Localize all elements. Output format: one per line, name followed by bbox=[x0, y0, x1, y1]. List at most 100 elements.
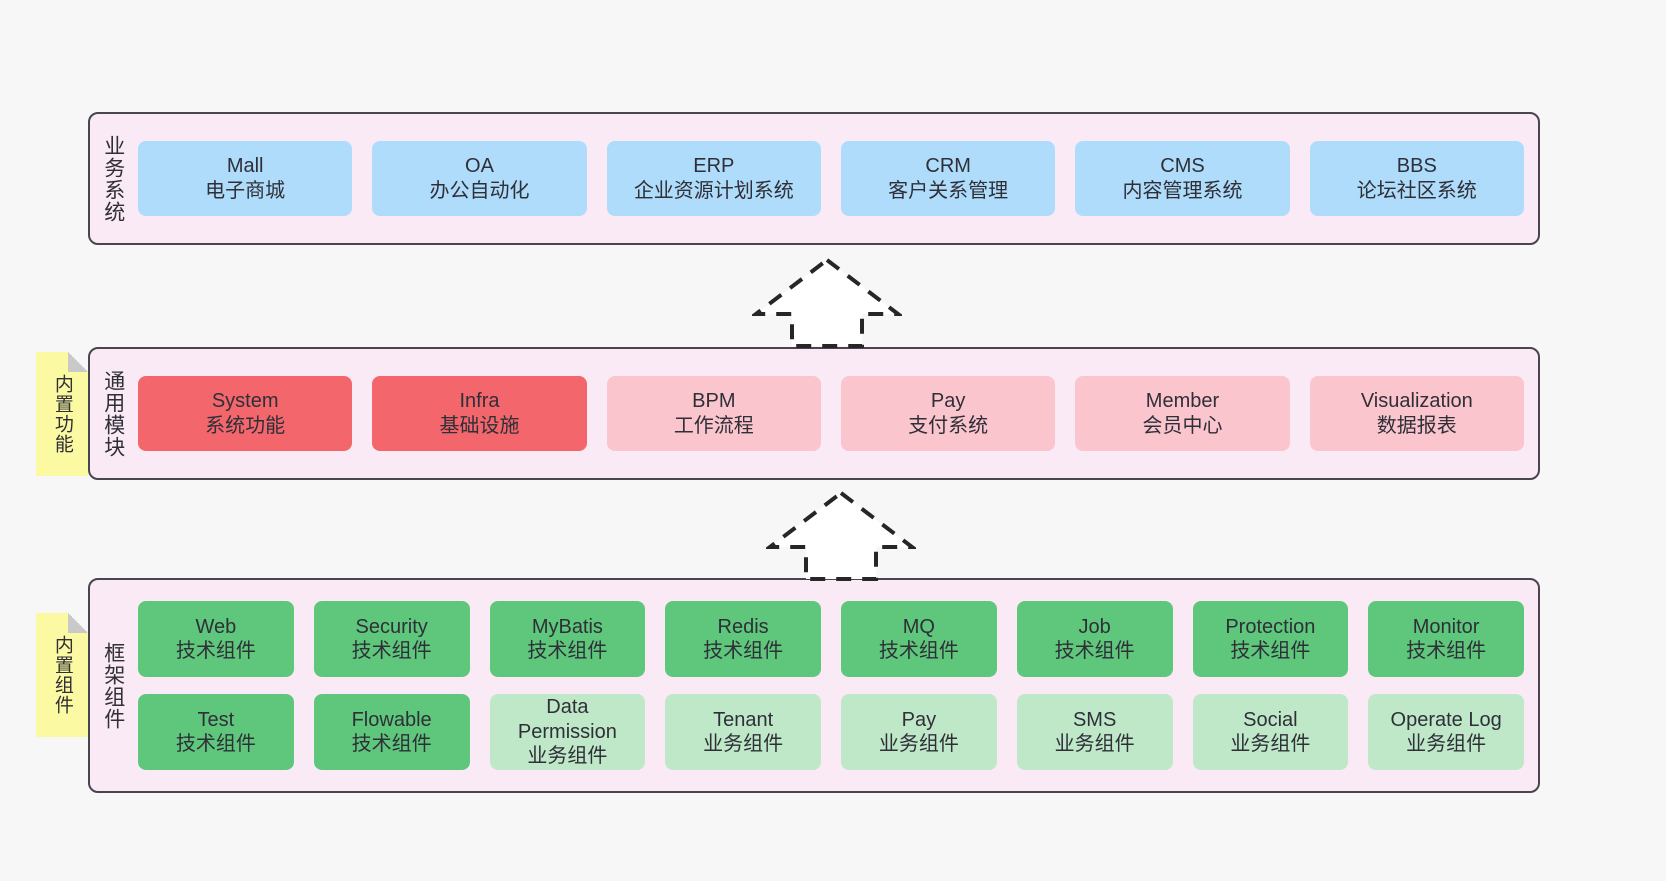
arrow-implement bbox=[766, 490, 916, 581]
tile-mall[interactable]: Mall 电子商城 bbox=[138, 141, 353, 216]
tile-security[interactable]: Security 技术组件 bbox=[313, 601, 470, 677]
tile-row: Web 技术组件 Security 技术组件 MyBatis 技术组件 Redi… bbox=[138, 601, 1524, 677]
tile-label-cn: 业务组件 bbox=[878, 733, 959, 755]
layer-body-framework-components: Web 技术组件 Security 技术组件 MyBatis 技术组件 Redi… bbox=[136, 580, 1538, 791]
tile-label-en: OA bbox=[465, 155, 494, 178]
tile-label-en: Job bbox=[1078, 615, 1111, 638]
tile-erp[interactable]: ERP 企业资源计划系统 bbox=[606, 141, 821, 216]
tile-label-cn: 数据报表 bbox=[1376, 414, 1457, 437]
tile-row: Test 技术组件 Flowable 技术组件 Data Permission … bbox=[138, 694, 1524, 770]
tile-bpm[interactable]: BPM 工作流程 bbox=[606, 376, 821, 451]
sticky-note-builtin-component: 内置组件 bbox=[36, 613, 88, 737]
layer-body-business-system: Mall 电子商城 OA 办公自动化 ERP 企业资源计划系统 CRM 客户关系… bbox=[136, 114, 1538, 243]
tile-label-en: Visualization bbox=[1360, 390, 1473, 413]
tile-label-cn: 技术组件 bbox=[527, 640, 608, 662]
layer-title-framework-components: 框架组件 bbox=[101, 641, 125, 730]
tile-web[interactable]: Web 技术组件 bbox=[138, 601, 294, 677]
tile-label-cn: 业务组件 bbox=[1406, 733, 1487, 755]
tile-redis[interactable]: Redis 技术组件 bbox=[665, 601, 821, 677]
layer-title-business-system: 业务系统 bbox=[101, 134, 125, 223]
tile-label-en: Redis bbox=[717, 615, 769, 638]
tile-label-cn: 基础设施 bbox=[439, 414, 520, 437]
layer-common-modules: 通用模块 System 系统功能 Infra 基础设施 BPM 工作流程 Pay… bbox=[88, 347, 1540, 480]
tile-label-cn: 电子商城 bbox=[205, 179, 286, 202]
tile-label-cn: 技术组件 bbox=[878, 640, 959, 662]
tile-label-en: Mall bbox=[226, 155, 264, 178]
tile-test[interactable]: Test 技术组件 bbox=[138, 694, 294, 770]
tile-label-en: Test bbox=[197, 708, 235, 731]
tile-label-cn: 技术组件 bbox=[1054, 640, 1135, 662]
tile-label-en: Protection bbox=[1225, 615, 1316, 638]
tile-label-cn: 工作流程 bbox=[673, 414, 754, 437]
tile-sms[interactable]: SMS 业务组件 bbox=[1016, 694, 1173, 770]
tile-pay-module[interactable]: Pay 支付系统 bbox=[840, 376, 1056, 451]
sticky-note-label: 内置组件 bbox=[51, 635, 73, 715]
tile-label-cn: 内容管理系统 bbox=[1122, 179, 1243, 202]
tile-label-cn: 技术组件 bbox=[1230, 640, 1311, 662]
tile-label-cn: 论坛社区系统 bbox=[1356, 179, 1477, 202]
tile-label-cn: 系统功能 bbox=[205, 414, 286, 437]
tile-label-en: Social bbox=[1243, 708, 1298, 731]
tile-operate-log[interactable]: Operate Log 业务组件 bbox=[1368, 694, 1524, 770]
tile-system[interactable]: System 系统功能 bbox=[138, 376, 353, 451]
tile-row: System 系统功能 Infra 基础设施 BPM 工作流程 Pay 支付系统… bbox=[138, 376, 1524, 451]
tile-label-cn: 技术组件 bbox=[175, 640, 256, 662]
tile-label-en: Member bbox=[1145, 390, 1220, 413]
tile-flowable[interactable]: Flowable 技术组件 bbox=[313, 694, 470, 770]
tile-label-en: Monitor bbox=[1412, 615, 1480, 638]
tile-label-en: BBS bbox=[1396, 155, 1437, 178]
tile-label-en: Data Permission bbox=[517, 696, 617, 743]
tile-label-cn: 技术组件 bbox=[1406, 640, 1487, 662]
layer-title-common-modules: 通用模块 bbox=[101, 369, 125, 458]
tile-label-en: System bbox=[211, 390, 279, 413]
tile-label-cn: 企业资源计划系统 bbox=[633, 179, 794, 202]
tile-label-cn: 业务组件 bbox=[1230, 733, 1311, 755]
tile-label-en: Flowable bbox=[351, 708, 432, 731]
tile-cms[interactable]: CMS 内容管理系统 bbox=[1075, 141, 1290, 216]
tile-label-cn: 技术组件 bbox=[175, 733, 256, 755]
tile-label-cn: 支付系统 bbox=[908, 414, 989, 437]
tile-label-en: Operate Log bbox=[1390, 708, 1502, 731]
tile-label-en: Infra bbox=[459, 390, 500, 413]
tile-pay-component[interactable]: Pay 业务组件 bbox=[841, 694, 997, 770]
tile-job[interactable]: Job 技术组件 bbox=[1016, 601, 1173, 677]
tile-mybatis[interactable]: MyBatis 技术组件 bbox=[489, 601, 646, 677]
tile-label-cn: 技术组件 bbox=[703, 640, 784, 662]
tile-visualization[interactable]: Visualization 数据报表 bbox=[1309, 376, 1524, 451]
arrow-build bbox=[752, 257, 902, 348]
tile-label-en: SMS bbox=[1072, 708, 1117, 731]
tile-member[interactable]: Member 会员中心 bbox=[1075, 376, 1290, 451]
tile-label-en: Security bbox=[355, 615, 428, 638]
tile-social[interactable]: Social 业务组件 bbox=[1192, 694, 1349, 770]
tile-monitor[interactable]: Monitor 技术组件 bbox=[1368, 601, 1524, 677]
tile-label-en: Pay bbox=[901, 708, 937, 731]
tile-label-en: Pay bbox=[930, 390, 966, 413]
tile-label-cn: 技术组件 bbox=[351, 640, 432, 662]
tile-data-permission[interactable]: Data Permission 业务组件 bbox=[489, 694, 646, 770]
tile-label-en: ERP bbox=[693, 155, 735, 178]
tile-mq[interactable]: MQ 技术组件 bbox=[841, 601, 997, 677]
tile-crm[interactable]: CRM 客户关系管理 bbox=[840, 141, 1056, 216]
tile-infra[interactable]: Infra 基础设施 bbox=[372, 376, 587, 451]
tile-tenant[interactable]: Tenant 业务组件 bbox=[665, 694, 821, 770]
tile-row: Mall 电子商城 OA 办公自动化 ERP 企业资源计划系统 CRM 客户关系… bbox=[138, 141, 1524, 216]
sticky-note-label: 内置功能 bbox=[51, 374, 73, 454]
tile-label-en: Web bbox=[195, 615, 237, 638]
tile-label-cn: 会员中心 bbox=[1142, 414, 1223, 437]
layer-business-system: 业务系统 Mall 电子商城 OA 办公自动化 ERP 企业资源计划系统 CRM… bbox=[88, 112, 1540, 245]
layer-framework-components: 框架组件 Web 技术组件 Security 技术组件 MyBatis 技术组件… bbox=[88, 578, 1540, 793]
tile-label-en: CMS bbox=[1160, 155, 1205, 178]
tile-label-en: MyBatis bbox=[531, 615, 603, 638]
sticky-note-builtin-function: 内置功能 bbox=[36, 352, 88, 476]
tile-bbs[interactable]: BBS 论坛社区系统 bbox=[1309, 141, 1524, 216]
tile-label-cn: 业务组件 bbox=[527, 745, 608, 768]
tile-protection[interactable]: Protection 技术组件 bbox=[1192, 601, 1349, 677]
tile-label-cn: 技术组件 bbox=[351, 733, 432, 755]
tile-oa[interactable]: OA 办公自动化 bbox=[372, 141, 587, 216]
layer-body-common-modules: System 系统功能 Infra 基础设施 BPM 工作流程 Pay 支付系统… bbox=[136, 349, 1538, 478]
tile-label-en: Tenant bbox=[713, 708, 774, 731]
tile-label-cn: 办公自动化 bbox=[429, 179, 530, 202]
tile-label-en: BPM bbox=[692, 390, 736, 413]
tile-label-en: CRM bbox=[925, 155, 971, 178]
